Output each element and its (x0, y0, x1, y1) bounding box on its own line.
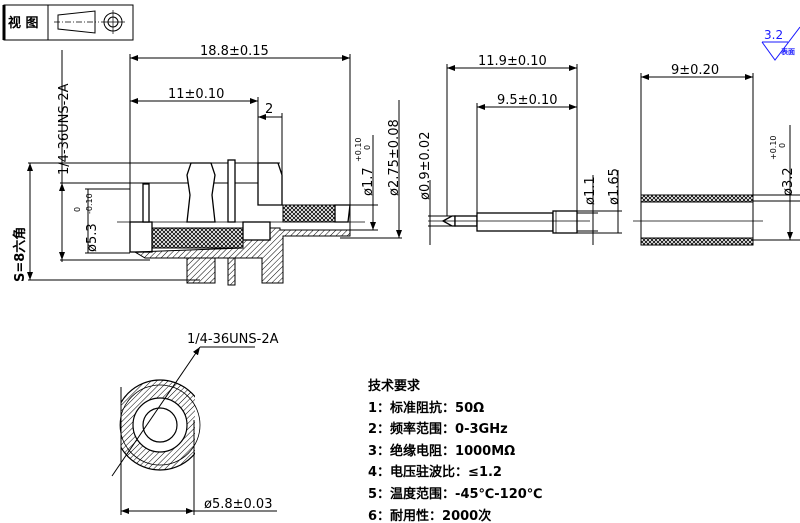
dim-body-length: 11±0.10 (168, 87, 224, 102)
dim-pin-body-length: 9.5±0.10 (497, 93, 558, 108)
dim-step: 2 (265, 102, 273, 117)
roughness-value: 3.2 (764, 28, 783, 42)
dim-sleeve-tol-lower: 0 (778, 143, 787, 148)
dim-pin-dia-1: ø1.1 (583, 176, 598, 205)
spec-item-durability: 6：耐用性：2000次 (368, 508, 492, 523)
pin-view: 11.9±0.10 9.5±0.10 ø0.9±0.02 ø1.1 ø1.65 (418, 54, 622, 245)
dim-flat-diameter: ø5.8±0.03 (204, 497, 272, 512)
main-section-view: 18.8±0.15 11±0.10 2 1/4-36UNS-2A S=8六角 ø… (12, 44, 402, 286)
dim-pin-tip-diameter: ø0.9±0.02 (418, 132, 433, 200)
hex-size-label: S=8六角 (12, 227, 28, 282)
dim-sleeve-tol-upper: +0.10 (769, 135, 778, 160)
thread-spec-label: 1/4-36UNS-2A (57, 83, 72, 175)
spec-item-frequency: 2：频率范围：0-3GHz (368, 422, 508, 438)
dim-overall-length: 18.8±0.15 (200, 44, 269, 59)
dim-tail-diameter: ø2.75±0.08 (387, 119, 402, 196)
roughness-note: 表面 (780, 47, 795, 56)
title-block-label: 视 图 (8, 15, 39, 31)
end-view: 1/4-36UNS-2A ø5.8±0.03 (111, 332, 279, 515)
spec-item-insulation: 3：绝缘电阻：1000MΩ (368, 443, 516, 459)
title-block: 视 图 (2, 4, 134, 41)
dim-body-tol-upper: 0 (73, 207, 82, 212)
dim-inner-tol-upper: +0.10 (354, 137, 363, 162)
dim-body-diameter: ø5.3 (85, 223, 100, 252)
dim-pin-overall-length: 11.9±0.10 (478, 54, 547, 69)
dim-sleeve-diameter: ø3.2 (781, 167, 796, 196)
spec-item-impedance: 1：标准阻抗：50Ω (368, 400, 485, 416)
cone-projection-icon (57, 10, 96, 34)
sleeve-view: 9±0.20 ø3.2 +0.10 0 (633, 63, 800, 246)
dim-sleeve-length: 9±0.20 (671, 63, 719, 78)
dim-inner-tol-lower: 0 (363, 145, 372, 150)
specs-title: 技术要求 (368, 379, 421, 394)
roughness-symbol: 3.2 表面 (761, 26, 800, 61)
dim-body-tol-lower: -0.10 (85, 193, 94, 214)
technical-requirements: 技术要求 1：标准阻抗：50Ω 2：频率范围：0-3GHz 3：绝缘电阻：100… (368, 376, 543, 523)
spec-item-vswr: 4：电压驻波比：≤1.2 (368, 465, 502, 481)
dim-pin-dia-2: ø1.65 (607, 168, 622, 205)
projection-circle-icon (101, 10, 125, 34)
end-view-thread-label: 1/4-36UNS-2A (187, 332, 279, 347)
dim-inner-diameter: ø1.7 (361, 167, 376, 196)
spec-item-temperature: 5：温度范围：-45℃-120℃ (368, 486, 543, 502)
